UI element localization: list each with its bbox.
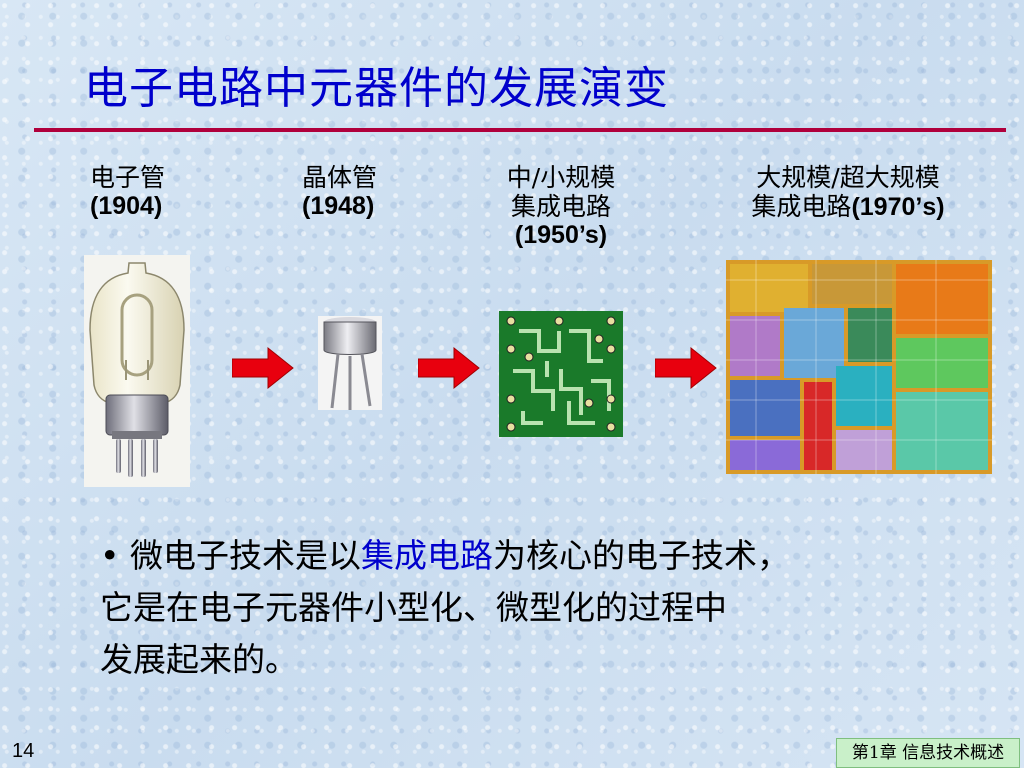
bullet-marker: • — [100, 536, 120, 575]
chapter-badge: 第1章 信息技术概述 — [836, 738, 1020, 768]
stage-year: (1950’s) — [514, 221, 608, 249]
stage-label-vacuum-tube: 电子管 (1904) — [90, 163, 165, 221]
stage-label-lsi-vlsi: 大规模/超大规模 集成电路(1970’s) — [698, 163, 998, 222]
stage-name: 电子管 — [90, 163, 166, 192]
bullet-text-end: 为核心的电子技术， — [492, 536, 790, 575]
stage-name-line1: 中/小规模 — [506, 163, 616, 192]
stage-name-line1: 大规模/超大规模 — [756, 163, 940, 192]
transistor-image — [318, 316, 382, 410]
slide-title: 电子电路中元器件的发展演变 — [84, 63, 669, 114]
right-arrow-icon — [655, 346, 717, 390]
right-arrow-icon — [232, 346, 294, 390]
bullet-line-2: 它是在电子元器件小型化、微型化的过程中 — [100, 588, 727, 627]
bullet-paragraph: • 微电子技术是以集成电路为核心的电子技术， 它是在电子元器件小型化、微型化的过… — [100, 530, 1000, 686]
pcb-image — [499, 311, 623, 437]
stage-year: (1970’s) — [851, 193, 945, 221]
title-divider — [34, 128, 1006, 132]
page-number: 14 — [12, 740, 35, 762]
stage-name-line2: 集成电路 — [510, 192, 611, 221]
bullet-line-3: 发展起来的。 — [100, 640, 298, 679]
stage-name-line2: 集成电路 — [751, 192, 852, 221]
highlight-term: 集成电路 — [360, 536, 493, 575]
vacuum-tube-image — [84, 255, 190, 487]
chip-die-image — [726, 260, 992, 474]
stage-name: 晶体管 — [302, 163, 378, 192]
stage-label-transistor: 晶体管 (1948) — [302, 163, 377, 221]
stage-year: (1904) — [90, 192, 163, 220]
stage-label-ssi-msi: 中/小规模 集成电路 (1950’s) — [486, 163, 636, 250]
right-arrow-icon — [418, 346, 480, 390]
bullet-text-start: 微电子技术是以 — [129, 536, 361, 575]
stage-year: (1948) — [302, 192, 375, 220]
